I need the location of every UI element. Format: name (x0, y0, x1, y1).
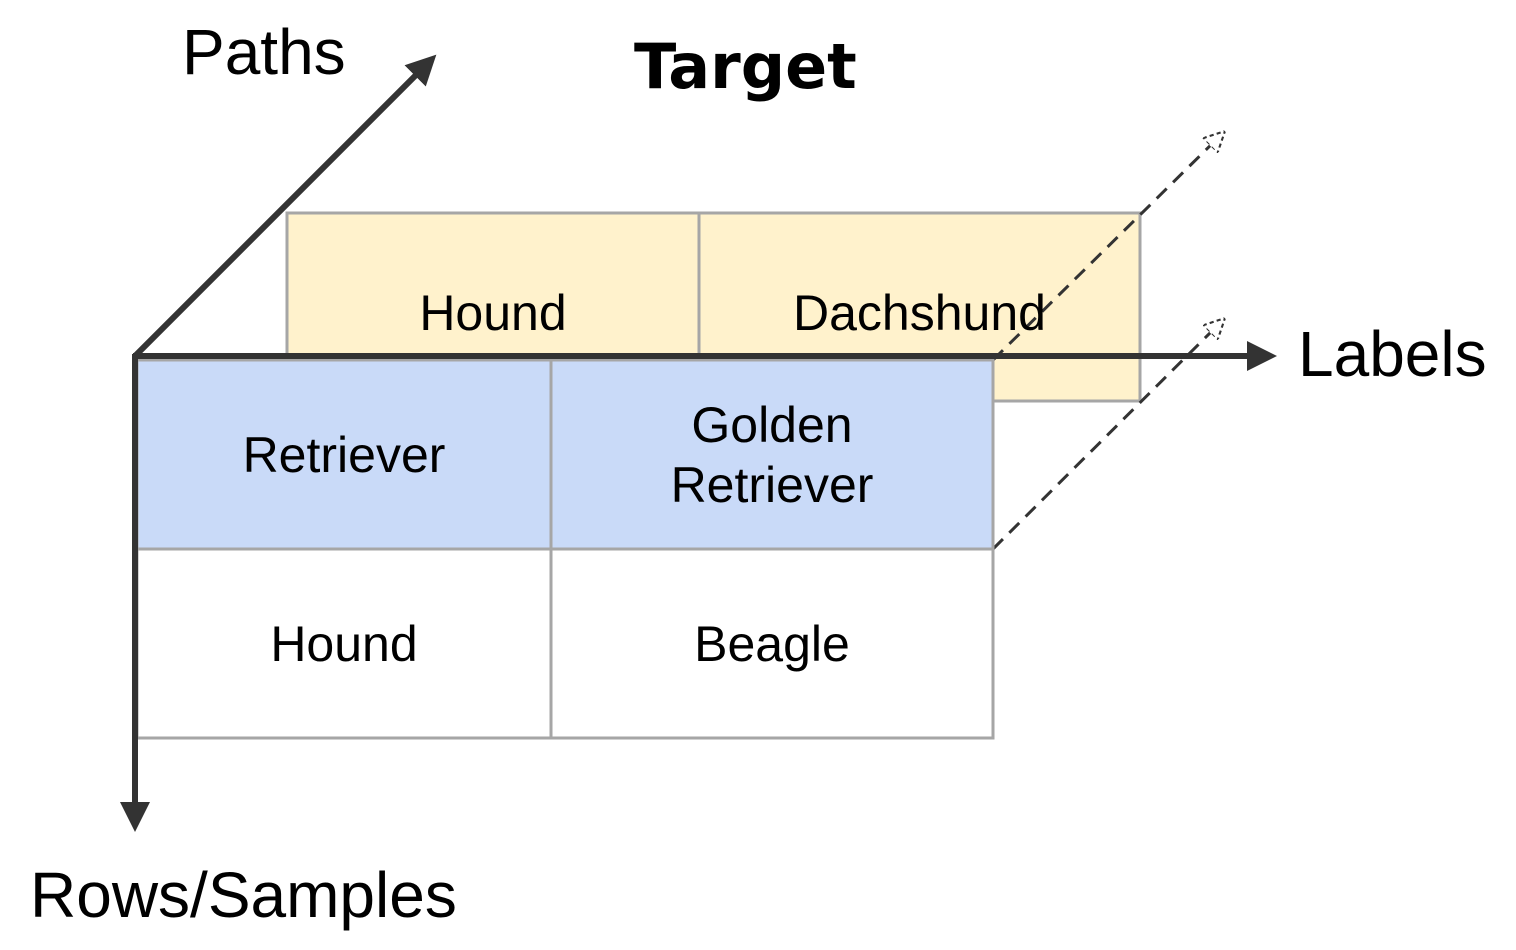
front-cell-label: Hound (137, 549, 551, 738)
paths-axis (132, 54, 437, 359)
front-cell-label: Golden Retriever (575, 360, 969, 549)
front-layer (135, 358, 995, 740)
back-cell-label: Dachshund (699, 213, 1140, 401)
labels-axis-label: Labels (1298, 318, 1487, 390)
back-cell-text-dachshund: Dachshund (793, 285, 1046, 341)
depth-guide-top (991, 134, 1222, 362)
front-cell-golden-retriever (549, 358, 995, 551)
paths-axis-label: Paths (182, 16, 346, 88)
front-cell-label: Beagle (551, 549, 993, 738)
back-cell-text-hound: Hound (419, 285, 567, 341)
back-cell-label: Hound (287, 213, 699, 401)
depth-guide-bottom (991, 321, 1222, 551)
rows-axis-label: Rows/Samples (30, 859, 457, 931)
front-cell-text-beagle: Beagle (694, 615, 850, 672)
front-cell-label: Retriever (137, 360, 551, 549)
front-cell-text-golden-retriever: Golden Retriever (670, 396, 874, 513)
front-cell-beagle (549, 547, 995, 740)
front-cell-text-retriever: Retriever (242, 426, 446, 483)
front-cell-text-hound: Hound (270, 615, 418, 672)
diagram-title: Target (634, 30, 857, 103)
